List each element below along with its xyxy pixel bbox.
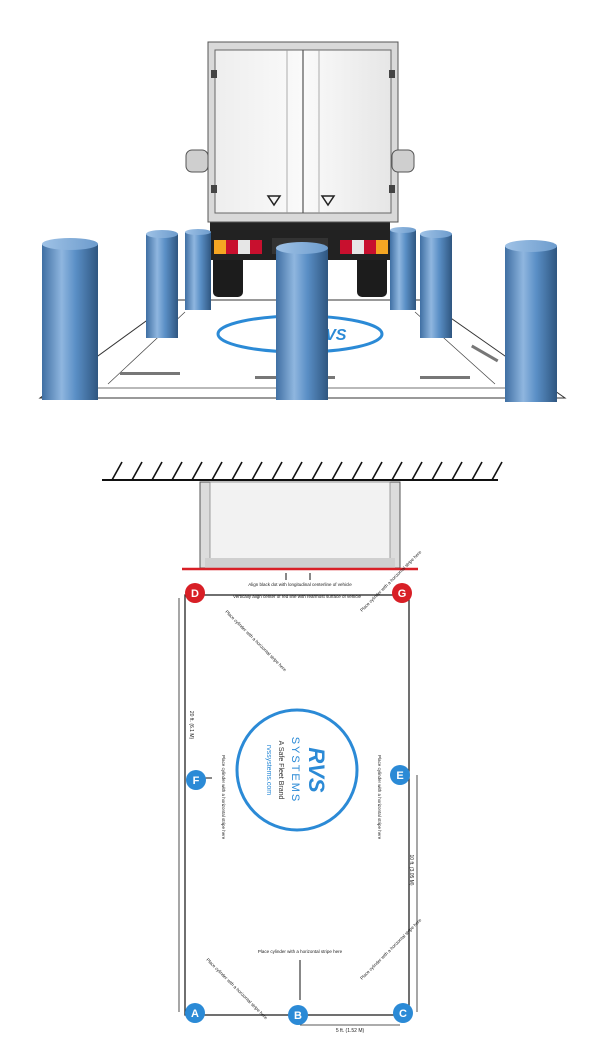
hatch-mark [251,461,263,481]
hatch-mark [231,461,243,481]
cylinder-back-left [185,229,211,310]
cylinder-back-right [390,227,416,310]
mat-logo: RVS SYSTEMS A Safe Fleet Brand rvssystem… [235,708,359,832]
wall-hatch [102,461,503,481]
dimension-20ft-label: 20 ft. (6.1 M) [188,711,194,740]
logo-tagline: A Safe Fleet Brand [277,741,284,800]
tail-light-right [340,240,388,254]
marker-c-label: C [399,1008,407,1020]
hatch-mark [391,461,403,481]
align-dot-instruction: Align black dot with longitudinal center… [248,582,352,587]
marker-d: D [185,583,205,603]
hatch-mark [191,461,203,481]
align-redline-instruction: Vertically align center of red line with… [233,594,362,599]
tail-light-left [214,240,262,254]
hatch-mark [151,461,163,481]
marker-a-label: A [191,1008,199,1020]
logo-brand-systems: SYSTEMS [289,737,301,804]
hatch-mark [491,461,503,481]
marker-f: F [186,770,206,790]
logo-brand-rvs: RVS [304,747,329,793]
marker-b-label: B [294,1010,302,1022]
marker-b: B [288,1005,308,1025]
hatch-mark [371,461,383,481]
perspective-scene: RVS [38,41,567,402]
top-view-diagram: Align black dot with longitudinal center… [102,461,503,1034]
marker-c: C [393,1003,413,1023]
cylinder-mid-right [420,230,452,338]
marker-g: G [392,583,412,603]
truck-rear [185,41,415,297]
cylinder-front-center [276,242,328,400]
marker-f-label: F [193,775,200,787]
cylinder-front-right [505,240,557,402]
instruction-near-f: Place cylinder with a horizontal stripe … [221,755,226,840]
hatch-mark [331,461,343,481]
instruction-near-e: Place cylinder with a horizontal stripe … [377,755,382,840]
marker-e: E [390,765,410,785]
dimension-10ft: 10 ft. (3.05 M) [408,775,418,1012]
marker-a: A [185,1003,205,1023]
logo-url: rvssystems.com [265,745,272,795]
hatch-mark [411,461,423,481]
dimension-5ft-label: 5 ft. (1.52 M) [336,1028,365,1034]
hatch-mark [171,461,183,481]
hatch-mark [271,461,283,481]
marker-e-label: E [396,770,403,782]
marker-d-label: D [191,588,199,600]
hatch-mark [111,461,123,481]
cylinder-front-left [42,238,98,400]
cylinder-mid-left [146,230,178,338]
hatch-mark [451,461,463,481]
dimension-5ft: 5 ft. (1.52 M) [300,1024,400,1034]
marker-g-label: G [398,588,407,600]
dimension-20ft: 20 ft. (6.1 M) [178,598,194,1012]
hatch-mark [311,461,323,481]
truck-top-view [199,481,401,569]
dimension-10ft-label: 10 ft. (3.05 M) [408,854,414,885]
hatch-mark [351,461,363,481]
hatch-mark [471,461,483,481]
instruction-near-b: Place cylinder with a horizontal stripe … [258,949,343,954]
hatch-mark [131,461,143,481]
hatch-mark [431,461,443,481]
hatch-mark [211,461,223,481]
hatch-mark [291,461,303,481]
